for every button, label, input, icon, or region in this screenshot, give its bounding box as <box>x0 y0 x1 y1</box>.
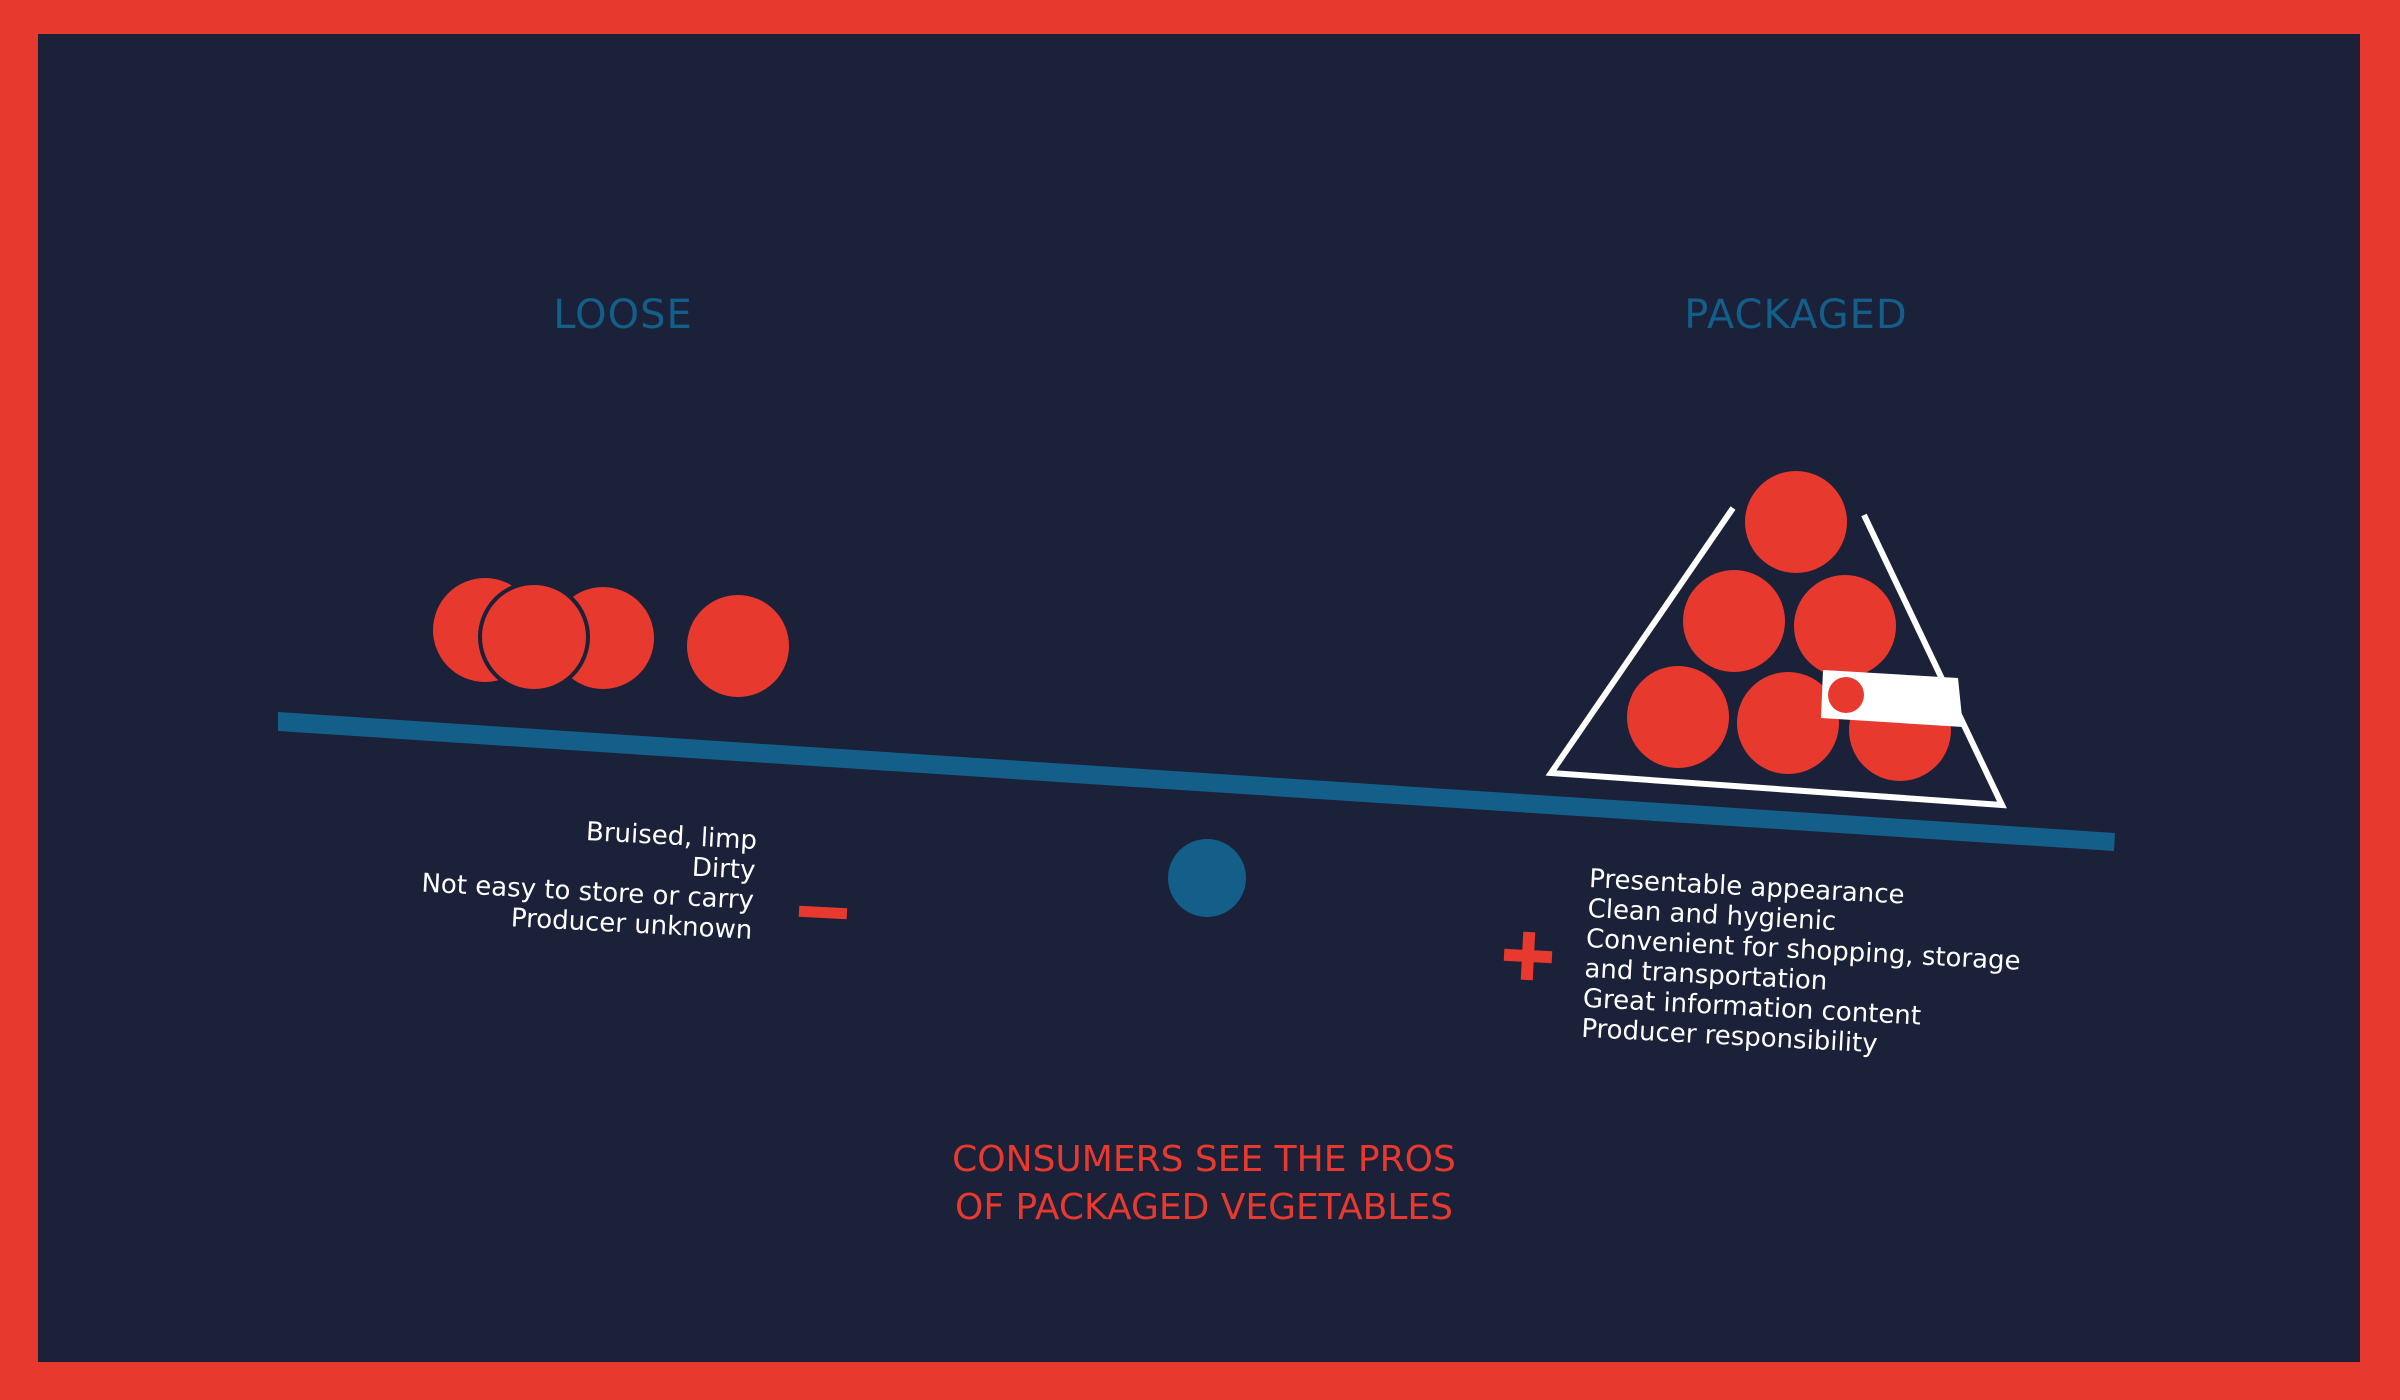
packaged-tomatoes <box>1545 471 2007 809</box>
package-triangle-icon <box>1545 506 2007 809</box>
tomato-icon <box>1627 666 1729 768</box>
tomato-icon <box>478 581 590 693</box>
tomato-icon <box>1737 672 1839 774</box>
seesaw-beam <box>278 712 2115 851</box>
tomato-icon <box>1745 471 1847 573</box>
loose-tomatoes <box>433 578 789 697</box>
background-panel <box>38 34 2360 1362</box>
heading-packaged: PACKAGED <box>1684 292 1908 338</box>
heading-loose: LOOSE <box>553 292 693 338</box>
conclusion-line-1: CONSUMERS SEE THE PROS <box>952 1139 1456 1180</box>
conclusion-line-2: OF PACKAGED VEGETABLES <box>954 1187 1453 1228</box>
cons-list: Bruised, limp Dirty Not easy to store or… <box>419 809 758 946</box>
fulcrum-icon <box>1168 839 1246 917</box>
plus-icon <box>1503 931 1553 981</box>
tomato-icon <box>1794 575 1896 677</box>
minus-icon <box>798 905 848 920</box>
tomato-icon <box>687 595 789 697</box>
label-dot-icon <box>1828 677 1864 713</box>
pros-list: Presentable appearance Clean and hygieni… <box>1581 864 2025 1067</box>
tomato-icon <box>1683 570 1785 672</box>
conclusion-text: CONSUMERS SEE THE PROS OF PACKAGED VEGET… <box>952 1136 1456 1232</box>
